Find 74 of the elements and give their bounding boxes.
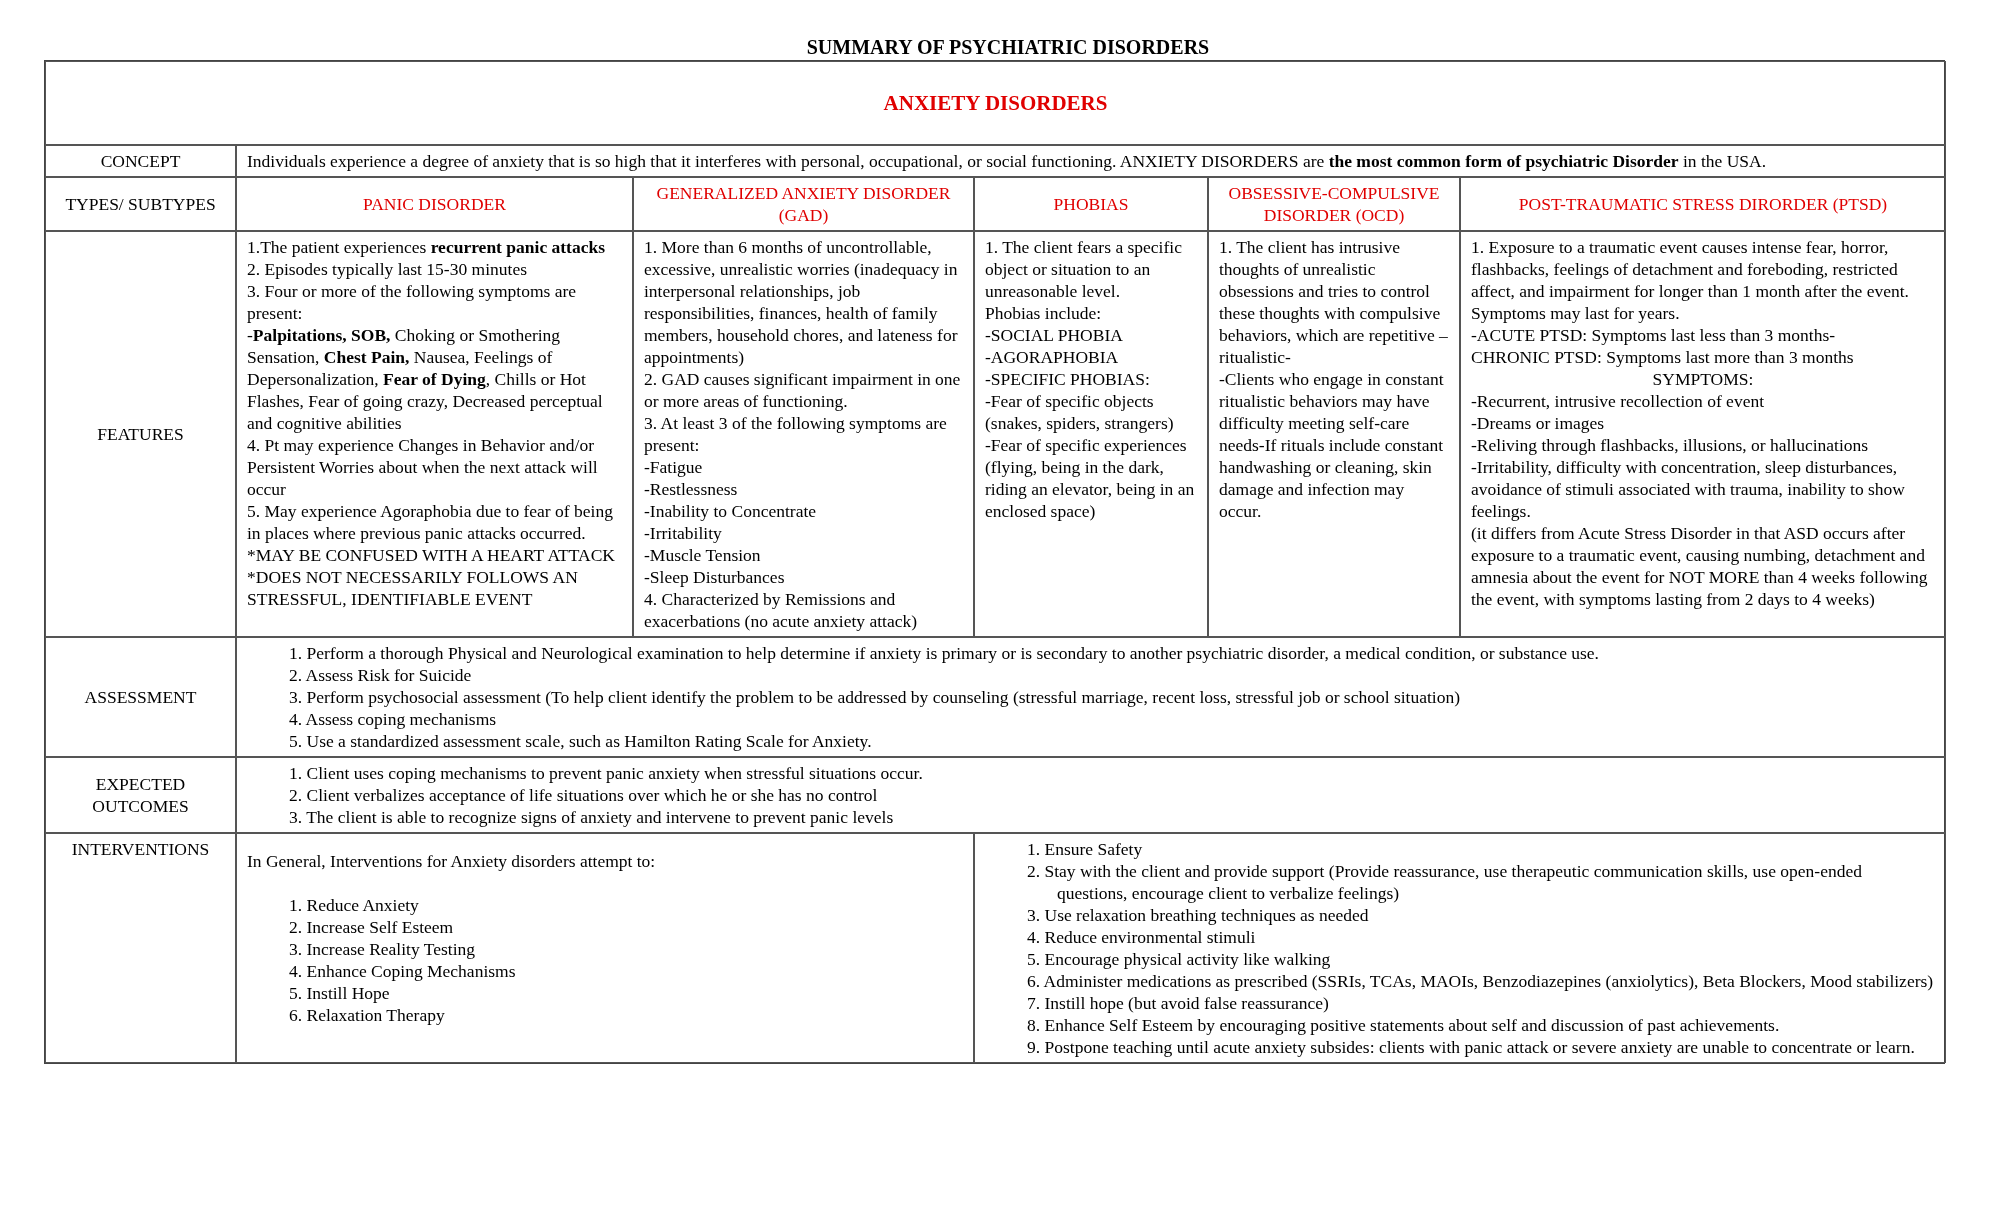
cell-text: -Muscle Tension xyxy=(644,544,762,566)
cell-text: -Sleep Disturbances xyxy=(644,566,786,588)
cell-text: 1.The patient experiences recurrent panic attacks xyxy=(247,236,606,258)
row-header: ASSESSMENT xyxy=(84,686,197,708)
cell-text: 3. At least 3 of the following symptoms are present: xyxy=(644,412,948,456)
list-item: 1. Reduce Anxiety xyxy=(288,894,420,916)
row-header: INTERVENTIONS xyxy=(71,838,210,860)
list-item: 8. Enhance Self Esteem by encouraging positive statements about self and discussion of past achievements. xyxy=(1026,1014,1781,1036)
cell-text: 4. Characterized by Remissions and exacerbations (no acute anxiety attack) xyxy=(644,588,919,632)
list-item: 4. Assess coping mechanisms xyxy=(288,708,498,730)
column-header: GENERALIZED ANXIETY DISORDER (GAD) xyxy=(655,182,952,226)
cell-text: -Recurrent, intrusive recollection of event xyxy=(1471,390,1765,412)
list-item: 6. Relaxation Therapy xyxy=(288,1004,446,1026)
cell-text: 3. Four or more of the following symptoms are present: xyxy=(247,280,578,324)
cell-text: -Restlessness xyxy=(644,478,739,500)
cell-text: 1. More than 6 months of uncontrollable, excessive, unrealistic worries (inadequacy in interpersonal relationships, job responsibilities, finances, health of family members, household chores, and lateness for appointments) xyxy=(644,236,959,368)
cell-text: CHRONIC PTSD: Symptoms last more than 3 months xyxy=(1471,346,1855,368)
list-item: 2. Client verbalizes acceptance of life situations over which he or she has no control xyxy=(288,784,879,806)
cell-text: SYMPTOMS: xyxy=(1651,368,1755,390)
cell-text: *MAY BE CONFUSED WITH A HEART ATTACK xyxy=(247,544,616,566)
cell-text: -SOCIAL PHOBIA xyxy=(985,324,1124,346)
cell-text: -Irritability xyxy=(644,522,723,544)
cell-text: (it differs from Acute Stress Disorder in that ASD occurs after exposure to a traumatic event, causing numbing, detachment and amnesia about the event for NOT MORE than 4 weeks following the event, with symptoms lasting from 2 days to 4 weeks) xyxy=(1471,522,1929,610)
cell-text: -Dreams or images xyxy=(1471,412,1606,434)
cell-text: -Palpitations, SOB, Choking or Smothering Sensation, Chest Pain, Nausea, Feelings of Depersonalization, Fear of Dying, Chills or Hot Flashes, Fear of going crazy, Decreased perceptual and cognitive abilities xyxy=(247,324,604,434)
section-heading: ANXIETY DISORDERS xyxy=(883,92,1108,114)
list-item: 9. Postpone teaching until acute anxiety subsides: clients with panic attack or severe anxiety are unable to concentrate or learn. xyxy=(1026,1036,1916,1058)
row-header: EXPECTED OUTCOMES xyxy=(91,773,190,817)
list-item: 5. Instill Hope xyxy=(288,982,391,1004)
cell-text: -ACUTE PTSD: Symptoms last less than 3 months- xyxy=(1471,324,1837,346)
page-title: SUMMARY OF PSYCHIATRIC DISORDERS xyxy=(806,36,1210,58)
list-item: 3. Use relaxation breathing techniques as needed xyxy=(1026,904,1370,926)
column-header: OBSESSIVE-COMPULSIVE DISORDER (OCD) xyxy=(1227,182,1441,226)
cell-text: -SPECIFIC PHOBIAS: xyxy=(985,368,1151,390)
list-item: 5. Use a standardized assessment scale, such as Hamilton Rating Scale for Anxiety. xyxy=(288,730,873,752)
list-item: 2. Increase Self Esteem xyxy=(288,916,455,938)
list-item: 3. Increase Reality Testing xyxy=(288,938,477,960)
list-item: 1. Client uses coping mechanisms to prevent panic anxiety when stressful situations occur. xyxy=(288,762,924,784)
cell-text: 1. Exposure to a traumatic event causes intense fear, horror, flashbacks, feelings of detachment and foreboding, restricted affect, and impairment for longer than 1 month after the event. Symptoms may last for years. xyxy=(1471,236,1910,324)
list-item: 7. Instill hope (but avoid false reassurance) xyxy=(1026,992,1330,1014)
list-item: 1. Perform a thorough Physical and Neurological examination to help determine if anxiety is primary or is secondary to another psychiatric disorder, a medical condition, or substance use. xyxy=(288,642,1600,664)
column-header: POST-TRAUMATIC STRESS DIRORDER (PTSD) xyxy=(1518,193,1888,215)
cell-text: 2. Episodes typically last 15-30 minutes xyxy=(247,258,528,280)
list-item: 3. The client is able to recognize signs of anxiety and intervene to prevent panic levels xyxy=(288,806,895,828)
list-item: 5. Encourage physical activity like walking xyxy=(1026,948,1332,970)
row-header: FEATURES xyxy=(97,423,184,445)
cell-text: 5. May experience Agoraphobia due to fear of being in places where previous panic attacks occurred. xyxy=(247,500,614,544)
row-header: CONCEPT xyxy=(100,150,181,172)
cell-text: *DOES NOT NECESSARILY FOLLOWS AN STRESSFUL, IDENTIFIABLE EVENT xyxy=(247,566,579,610)
cell-text: 4. Pt may experience Changes in Behavior and/or Persistent Worries about when the next attack will occur xyxy=(247,434,599,500)
cell-text: 1. The client has intrusive thoughts of unrealistic obsessions and tries to control these thoughts with compulsive behaviors, which are repetitive – ritualistic- xyxy=(1219,236,1449,368)
list-item: 4. Reduce environmental stimuli xyxy=(1026,926,1257,948)
cell-text: -Clients who engage in constant ritualistic behaviors may have difficulty meeting self-care needs-If rituals include constant handwashing or cleaning, skin damage and infection may occur. xyxy=(1219,368,1445,522)
column-header: PANIC DISORDER xyxy=(363,193,506,215)
list-item: 2. Assess Risk for Suicide xyxy=(288,664,473,686)
cell-text: 2. GAD causes significant impairment in one or more areas of functioning. xyxy=(644,368,962,412)
list-item: 4. Enhance Coping Mechanisms xyxy=(288,960,517,982)
cell-text: Phobias include: xyxy=(985,302,1103,324)
cell-text: -AGORAPHOBIA xyxy=(985,346,1120,368)
cell-text: -Fear of specific objects (snakes, spiders, strangers) xyxy=(985,390,1175,434)
cell-text: -Irritability, difficulty with concentration, sleep disturbances, avoidance of stimuli associated with trauma, inability to show feelings. xyxy=(1471,456,1906,522)
list-item: 6. Administer medications as prescribed (SSRIs, TCAs, MAOIs, Benzodiazepines (anxiolytics), Beta Blockers, Mood stabilizers) xyxy=(1026,970,1935,992)
cell-text: -Fear of specific experiences (flying, being in the dark, riding an elevator, being in an enclosed space) xyxy=(985,434,1196,522)
row-header: TYPES/ SUBTYPES xyxy=(65,193,216,215)
list-item: 3. Perform psychosocial assessment (To help client identify the problem to be addressed by counseling (stressful marriage, recent loss, stressful job or school situation) xyxy=(288,686,1461,708)
cell-text: Individuals experience a degree of anxiety that is so high that it interferes with personal, occupational, or social functioning. ANXIETY DISORDERS are the most common form of psychiatric Disorder in the USA. xyxy=(247,150,1768,172)
cell-text: -Reliving through flashbacks, illusions, or hallucinations xyxy=(1471,434,1870,456)
list-item: 1. Ensure Safety xyxy=(1026,838,1144,860)
cell-text: 1. The client fears a specific object or situation to an unreasonable level. xyxy=(985,236,1183,302)
column-header: PHOBIAS xyxy=(1053,193,1129,215)
cell-text: In General, Interventions for Anxiety disorders attempt to: xyxy=(247,850,657,872)
list-item: 2. Stay with the client and provide support (Provide reassurance, use therapeutic communication skills, use open-ended questions, encourage client to verbalize feelings) xyxy=(1026,860,1863,904)
cell-text: -Inability to Concentrate xyxy=(644,500,818,522)
cell-text: -Fatigue xyxy=(644,456,704,478)
